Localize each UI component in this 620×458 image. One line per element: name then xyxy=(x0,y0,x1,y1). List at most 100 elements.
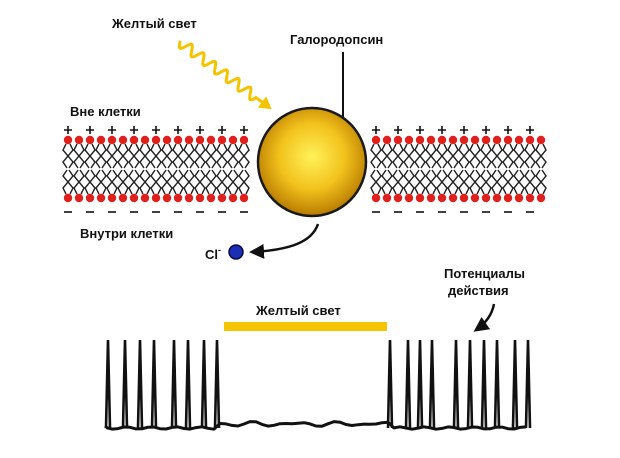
lipid-head xyxy=(206,193,216,203)
action-potential-spike xyxy=(104,339,112,429)
lipid-tail xyxy=(73,143,85,169)
lipid-head xyxy=(217,135,227,145)
lipid-head xyxy=(206,135,216,145)
lipid-tail xyxy=(403,143,415,169)
lipid-tail xyxy=(370,169,382,195)
lipid-bilayer xyxy=(62,126,547,213)
action-potential-spike xyxy=(150,339,158,429)
lipid-head xyxy=(371,193,381,203)
lipid-head xyxy=(481,193,491,203)
lipid-tail xyxy=(95,169,107,195)
plus-sign xyxy=(526,126,534,134)
lipid-tail xyxy=(183,169,195,195)
action-potentials-arrow-icon xyxy=(473,303,496,332)
action-potential-spike xyxy=(170,339,178,429)
lipid-tail xyxy=(183,143,195,169)
lipid-tail xyxy=(84,143,96,169)
plus-sign xyxy=(196,126,204,134)
lipid-head xyxy=(492,193,502,203)
lipid-tail xyxy=(513,169,525,195)
lipid-head xyxy=(173,135,183,145)
outside-cell-label: Вне клетки xyxy=(70,104,141,119)
lipid-head xyxy=(437,193,447,203)
lipid-head xyxy=(382,193,392,203)
lipid-head xyxy=(173,193,183,203)
plus-sign xyxy=(174,126,182,134)
action-potential-spikes xyxy=(104,339,532,429)
plus-sign xyxy=(482,126,490,134)
lipid-head xyxy=(525,135,535,145)
lipid-tail xyxy=(95,143,107,169)
lipid-head xyxy=(85,135,95,145)
lipid-tail xyxy=(62,143,74,169)
lipid-tail xyxy=(524,169,536,195)
lipid-heads-top xyxy=(63,135,546,145)
lipid-head xyxy=(96,193,106,203)
lipid-head xyxy=(129,193,139,203)
lipid-head xyxy=(371,135,381,145)
lipid-head xyxy=(470,135,480,145)
lipid-head xyxy=(492,135,502,145)
lipid-tail xyxy=(128,143,140,169)
lipid-tail xyxy=(392,169,404,195)
lipid-head xyxy=(74,135,84,145)
lipid-tail xyxy=(106,169,118,195)
lipid-tail xyxy=(227,169,239,195)
lipid-head xyxy=(85,193,95,203)
lipid-tail xyxy=(491,143,503,169)
trace-baseline xyxy=(104,420,527,431)
lipid-head xyxy=(536,193,546,203)
lipid-head xyxy=(382,135,392,145)
lipid-head xyxy=(107,193,117,203)
lipid-tail xyxy=(150,169,162,195)
lipid-tail xyxy=(535,169,547,195)
lipid-head xyxy=(239,193,249,203)
lipid-tail xyxy=(172,143,184,169)
lipid-head xyxy=(107,135,117,145)
plus-sign xyxy=(240,126,248,134)
plus-sign xyxy=(394,126,402,134)
chloride-ion xyxy=(228,244,244,260)
action-potential-spike xyxy=(416,339,424,429)
lipid-tail xyxy=(106,143,118,169)
lipid-tail xyxy=(458,143,470,169)
lipid-tail xyxy=(458,169,470,195)
lipid-head xyxy=(184,193,194,203)
lipid-head xyxy=(514,193,524,203)
lipid-head xyxy=(448,193,458,203)
lipid-tail xyxy=(436,169,448,195)
action-potential-spike xyxy=(511,339,519,429)
lipid-tail xyxy=(139,169,151,195)
lipid-head xyxy=(228,135,238,145)
lipid-tail xyxy=(502,143,514,169)
action-potential-spike xyxy=(466,339,474,429)
lipid-tail xyxy=(381,143,393,169)
chloride-label: Cl- xyxy=(205,245,221,262)
lipid-heads-bottom xyxy=(63,193,546,203)
positive-charges xyxy=(64,126,534,134)
lipid-head xyxy=(151,193,161,203)
voltage-trace xyxy=(104,339,532,431)
lipid-head xyxy=(459,193,469,203)
lipid-tail xyxy=(62,169,74,195)
lipid-tail xyxy=(194,143,206,169)
lipid-tail xyxy=(480,143,492,169)
lipid-tail xyxy=(139,143,151,169)
lipid-tail xyxy=(447,169,459,195)
lipid-head xyxy=(195,135,205,145)
lipid-head xyxy=(426,193,436,203)
action-potential-spike xyxy=(213,339,221,429)
action-potential-spike xyxy=(493,339,501,429)
lipid-head xyxy=(404,193,414,203)
lipid-head xyxy=(239,135,249,145)
lipid-head xyxy=(63,135,73,145)
lipid-tail xyxy=(238,169,250,195)
lipid-head xyxy=(503,193,513,203)
lipid-tail xyxy=(216,169,228,195)
lipid-tail xyxy=(194,169,206,195)
action-potential-spike xyxy=(386,339,394,429)
plus-sign xyxy=(64,126,72,134)
plus-sign xyxy=(372,126,380,134)
lipid-tail xyxy=(161,169,173,195)
